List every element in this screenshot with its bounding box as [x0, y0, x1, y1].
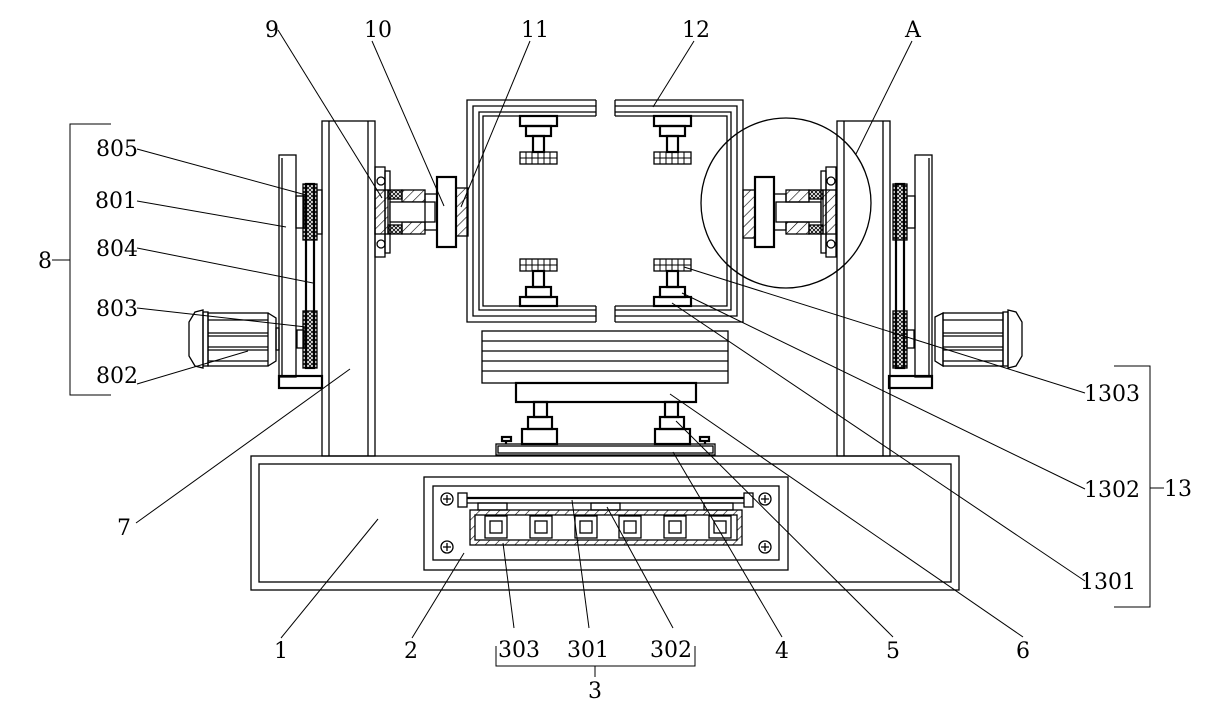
detail-circle-a: [700, 117, 872, 289]
clamp-cylinder-top-right: [652, 114, 693, 165]
label-805: 805: [96, 137, 138, 162]
panel-2: [423, 476, 789, 571]
label-10: 10: [364, 18, 392, 43]
clamp-cylinder-bottom-right: [652, 258, 693, 308]
lift-cylinders-5: [520, 400, 692, 446]
label-9: 9: [265, 18, 279, 43]
left-column: [321, 120, 376, 457]
workpiece-stack: [481, 330, 729, 384]
leader-lines: [135, 29, 1086, 639]
label-13: 13: [1164, 477, 1192, 502]
label-1301: 1301: [1080, 570, 1136, 595]
bracket-group-3: [495, 646, 696, 677]
right-clamp-frame: [614, 99, 744, 323]
right-column: [836, 120, 891, 457]
left-drive-assembly: [188, 154, 324, 390]
label-801: 801: [95, 189, 137, 214]
right-bearing-assembly: [742, 166, 837, 258]
clamp-cylinder-bottom-left: [518, 258, 559, 308]
clamp-cylinder-top-left: [518, 114, 559, 165]
label-4: 4: [775, 639, 789, 664]
lift-platform-6: [514, 381, 698, 404]
label-303: 303: [498, 638, 540, 663]
left-clamp-frame: [466, 99, 597, 323]
label-7: 7: [117, 516, 131, 541]
bracket-group-13: [1114, 365, 1164, 608]
label-302: 302: [650, 638, 692, 663]
label-detail-a: A: [904, 18, 922, 43]
screw-icon: [758, 492, 772, 506]
label-12: 12: [682, 18, 710, 43]
screw-icon: [440, 492, 454, 506]
screw-icon: [440, 540, 454, 554]
label-2: 2: [404, 639, 418, 664]
screw-icon: [758, 540, 772, 554]
bracket-group-8: [52, 123, 111, 396]
label-1303: 1303: [1084, 382, 1140, 407]
label-301: 301: [567, 638, 609, 663]
button-row: [484, 515, 732, 539]
label-1: 1: [274, 639, 288, 664]
label-5: 5: [886, 639, 900, 664]
label-804: 804: [96, 237, 138, 262]
label-8: 8: [38, 249, 52, 274]
label-11: 11: [521, 18, 549, 43]
right-drive-assembly: [887, 154, 1023, 390]
base-frame: [250, 455, 960, 591]
reference-labels: 9 10 11 12 A 805 801 804 803 802 8 7 1 2…: [38, 18, 1192, 704]
label-1302: 1302: [1084, 478, 1140, 503]
base-plate-4: [495, 435, 716, 456]
label-803: 803: [96, 297, 138, 322]
motor-icon: [934, 309, 1023, 369]
motor-icon: [188, 309, 280, 369]
label-802: 802: [96, 364, 138, 389]
left-bearing-assembly: [374, 166, 469, 258]
label-3: 3: [588, 679, 602, 704]
label-6: 6: [1016, 639, 1030, 664]
